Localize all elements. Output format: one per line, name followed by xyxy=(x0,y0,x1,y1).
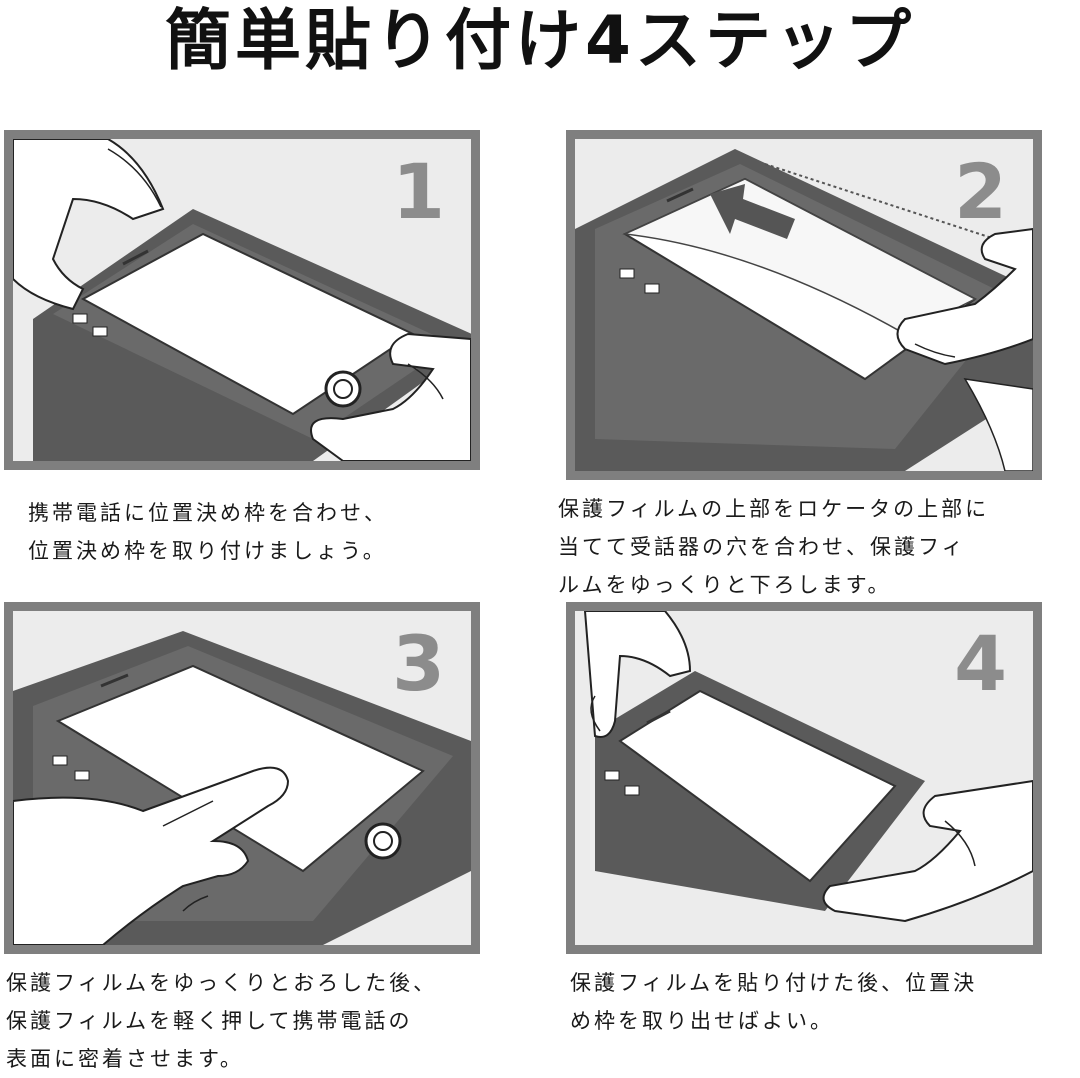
step-2-caption-line-2: 当てて受話器の穴を合わせ、保護フィ xyxy=(558,535,966,559)
step-4-caption: 保護フィルムを貼り付けた後、位置決 め枠を取り出せばよい。 xyxy=(570,964,977,1040)
step-3-illustration: 3 xyxy=(4,602,480,954)
step-2-illustration: 2 xyxy=(566,130,1042,480)
step-1-number: 1 xyxy=(392,147,445,236)
step-3-caption-line-3: 表面に密着させます。 xyxy=(6,1047,244,1071)
film-press-illustration xyxy=(13,631,471,945)
page-title: 簡単貼り付け4ステップ xyxy=(165,2,915,79)
step-4-caption-line-1: 保護フィルムを貼り付けた後、位置決 xyxy=(570,971,978,995)
step-4-caption-line-2: め枠を取り出せばよい。 xyxy=(570,1009,834,1033)
step-2-caption-line-1: 保護フィルムの上部をロケータの上部に xyxy=(558,497,990,521)
step-1-illustration: 1 xyxy=(4,130,480,470)
film-align-illustration xyxy=(575,149,1033,471)
step-2-caption: 保護フィルムの上部をロケータの上部に 当てて受話器の穴を合わせ、保護フィ ルムを… xyxy=(558,490,989,604)
step-3-number: 3 xyxy=(392,619,445,708)
step-4-number: 4 xyxy=(954,619,1007,708)
step-4-illustration: 4 xyxy=(566,602,1042,954)
step-1-caption: 携帯電話に位置決め枠を合わせ、 位置決め枠を取り付けましょう。 xyxy=(28,494,388,570)
step-3-caption-line-2: 保護フィルムを軽く押して携帯電話の xyxy=(6,1009,413,1033)
phone-frame-attach-illustration xyxy=(13,139,471,461)
step-2-number: 2 xyxy=(954,147,1007,236)
step-2-caption-line-3: ルムをゆっくりと下ろします。 xyxy=(558,573,892,597)
step-3-caption-line-1: 保護フィルムをゆっくりとおろした後、 xyxy=(6,971,438,995)
step-1-caption-line-1: 携帯電話に位置決め枠を合わせ、 xyxy=(28,501,388,525)
step-3-caption: 保護フィルムをゆっくりとおろした後、 保護フィルムを軽く押して携帯電話の 表面に… xyxy=(6,964,437,1078)
frame-remove-illustration xyxy=(583,611,1033,923)
step-1-caption-line-2: 位置決め枠を取り付けましょう。 xyxy=(28,539,387,563)
